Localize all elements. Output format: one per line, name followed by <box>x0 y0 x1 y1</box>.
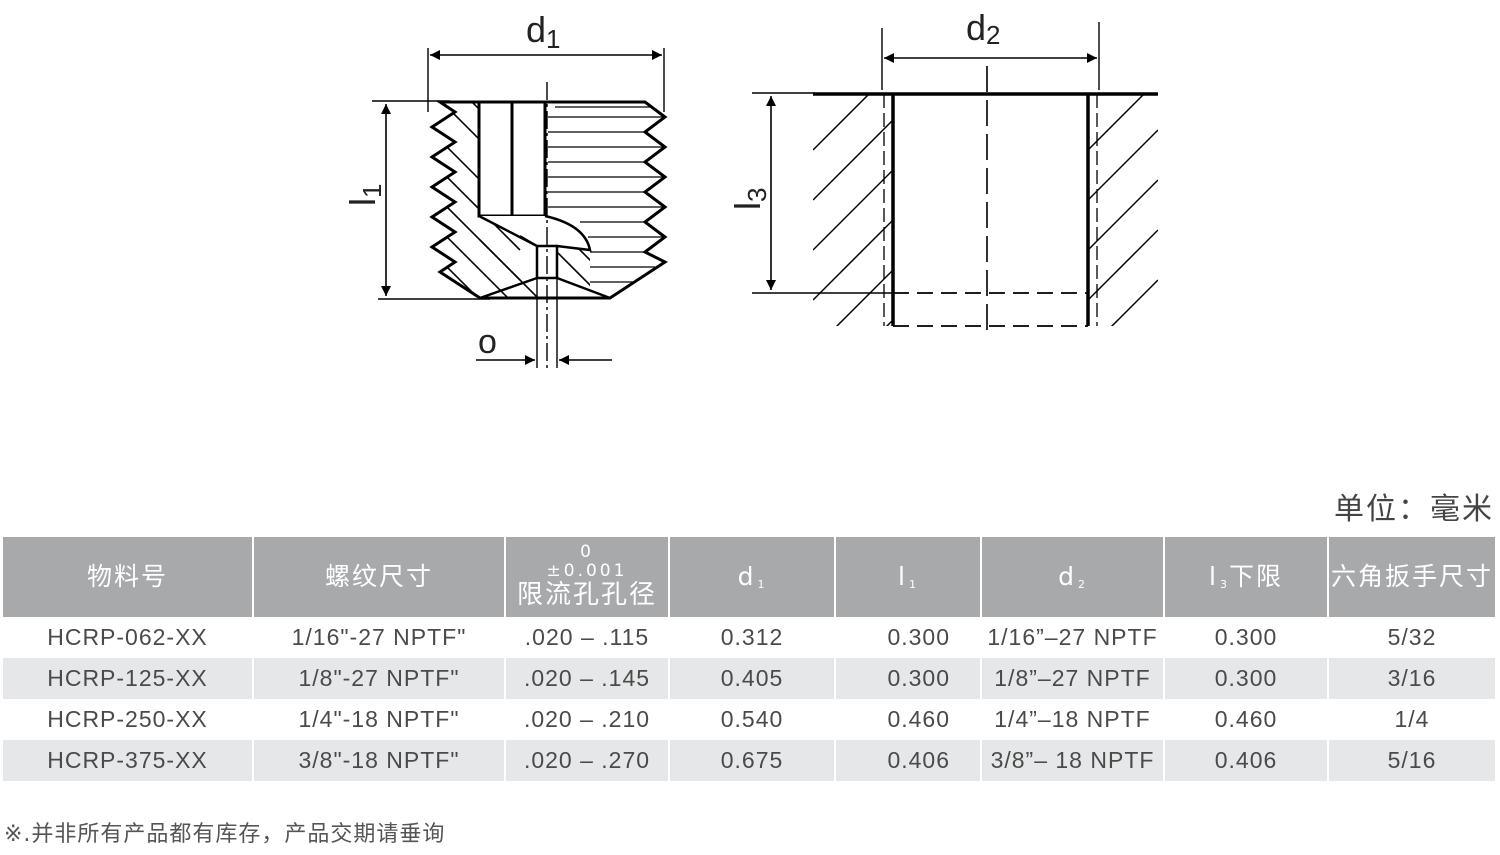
cell-d1: 0.312 <box>669 617 836 658</box>
dim-d2-label: d2 <box>966 7 1001 50</box>
table-row: HCRP-125-XX 1/8"-27 NPTF" .020 – .145 0.… <box>3 658 1495 699</box>
cell-l3: 0.460 <box>1164 699 1329 740</box>
cell-part-no: HCRP-062-XX <box>3 617 254 658</box>
table-row: HCRP-375-XX 3/8"-18 NPTF" .020 – .270 0.… <box>3 740 1495 781</box>
cell-orifice: .020 – .115 <box>505 617 670 658</box>
cell-hex: 3/16 <box>1328 658 1495 699</box>
cell-l1: 0.406 <box>835 740 982 781</box>
cell-orifice: .020 – .270 <box>505 740 670 781</box>
cell-hex: 5/16 <box>1328 740 1495 781</box>
cell-thread: 1/4"-18 NPTF" <box>253 699 506 740</box>
plug-section-view <box>429 82 669 370</box>
dim-l3-label: l3 <box>727 188 772 210</box>
cell-thread: 3/8"-18 NPTF" <box>253 740 506 781</box>
cell-thread: 1/8"-27 NPTF" <box>253 658 506 699</box>
cell-d2: 3/8”– 18 NPTF <box>981 740 1165 781</box>
cell-l3: 0.300 <box>1164 617 1329 658</box>
cell-thread: 1/16"-27 NPTF" <box>253 617 506 658</box>
cell-l1: 0.300 <box>835 617 982 658</box>
cell-l3: 0.406 <box>1164 740 1329 781</box>
footnote: ※.并非所有产品都有库存，产品交期请垂询 <box>4 822 446 847</box>
cell-part-no: HCRP-375-XX <box>3 740 254 781</box>
table-row: HCRP-250-XX 1/4"-18 NPTF" .020 – .210 0.… <box>3 699 1495 740</box>
cell-l1: 0.300 <box>835 658 982 699</box>
cell-d1: 0.540 <box>669 699 836 740</box>
technical-drawing: d1 l1 o d2 l3 <box>342 7 1158 370</box>
table-row: HCRP-062-XX 1/16"-27 NPTF" .020 – .115 0… <box>3 617 1495 658</box>
dim-d1-label: d1 <box>526 9 561 54</box>
cell-l3: 0.300 <box>1164 658 1329 699</box>
dim-l1-label: l1 <box>342 184 387 206</box>
cell-part-no: HCRP-250-XX <box>3 699 254 740</box>
port-section-view <box>813 66 1158 336</box>
header-thread-size: 螺纹尺寸 <box>253 537 506 617</box>
cell-orifice: .020 – .210 <box>505 699 670 740</box>
cell-part-no: HCRP-125-XX <box>3 658 254 699</box>
unit-label: 单位：毫米 <box>1334 492 1494 527</box>
cell-d2: 1/8”–27 NPTF <box>981 658 1165 699</box>
cell-d1: 0.405 <box>669 658 836 699</box>
header-hex-wrench: 六角扳手尺寸 <box>1328 537 1495 617</box>
header-part-no: 物料号 <box>3 537 254 617</box>
cell-l1: 0.460 <box>835 699 982 740</box>
dim-o-label: o <box>478 323 497 361</box>
cell-d1: 0.675 <box>669 740 836 781</box>
cell-d2: 1/16”–27 NPTF <box>981 617 1165 658</box>
header-orifice: 0 ±0.001 限流孔孔径 <box>505 537 670 617</box>
cell-hex: 5/32 <box>1387 624 1437 650</box>
cell-d2: 1/4”–18 NPTF <box>981 699 1165 740</box>
cell-hex: 1/4 <box>1394 706 1430 732</box>
cell-orifice: .020 – .145 <box>505 658 670 699</box>
